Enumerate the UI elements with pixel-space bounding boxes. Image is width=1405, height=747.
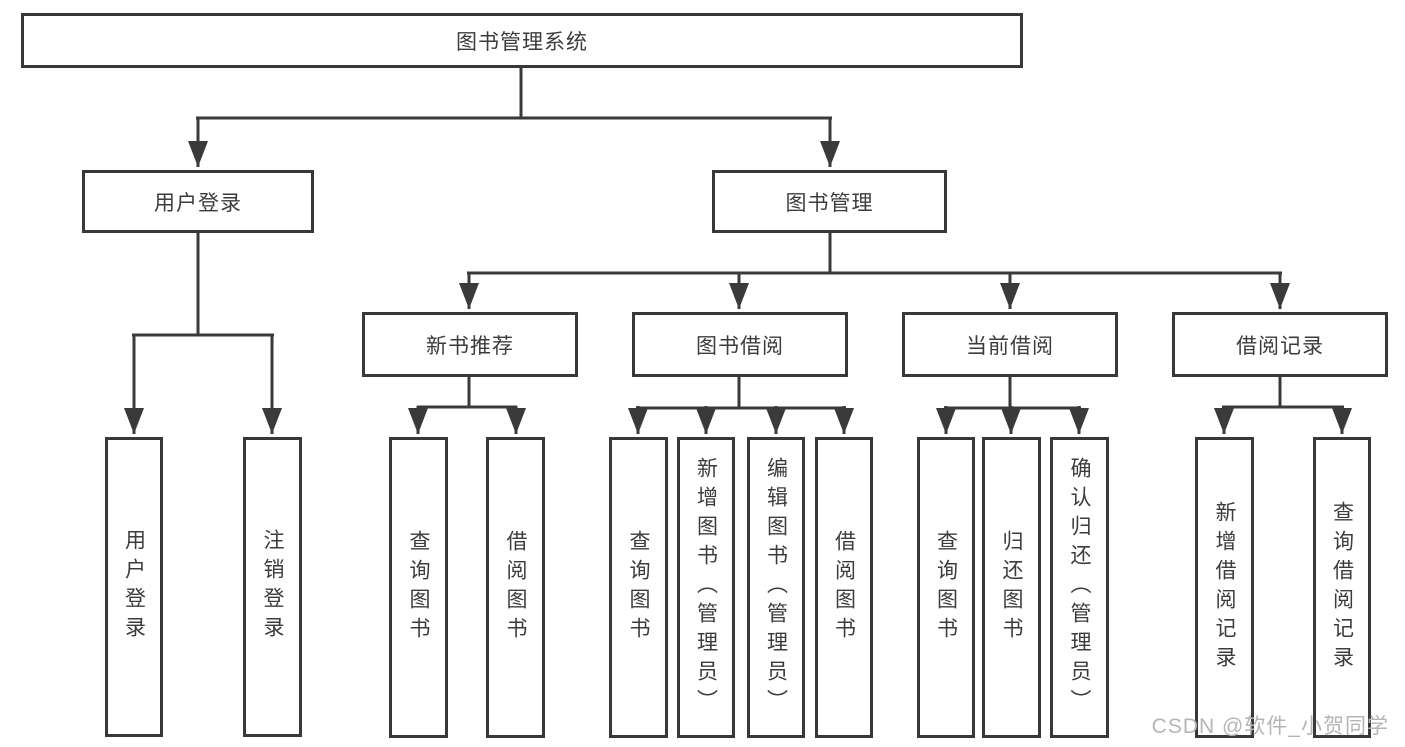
connector-user-login-children bbox=[124, 233, 282, 434]
leaf-borrow-book-2-label: 借阅图书 bbox=[832, 529, 856, 646]
node-new-book-recommend-label: 新书推荐 bbox=[426, 334, 514, 358]
leaf-logout-label: 注销登录 bbox=[261, 529, 284, 645]
node-book-borrow-label: 图书借阅 bbox=[696, 334, 784, 358]
node-root: 图书管理系统 bbox=[21, 13, 1023, 68]
leaf-borrow-book-2: 借阅图书 bbox=[815, 437, 873, 738]
node-book-management-label: 图书管理 bbox=[785, 191, 874, 215]
node-current-borrow: 当前借阅 bbox=[902, 312, 1118, 377]
leaf-borrow-book-1-label: 借阅图书 bbox=[504, 529, 527, 646]
node-user-login: 用户登录 bbox=[82, 170, 314, 233]
leaf-query-book-1: 查询图书 bbox=[389, 437, 448, 738]
connector-borrow-record-children bbox=[1214, 377, 1352, 434]
leaf-add-book-admin: 新增图书（管理员） bbox=[677, 437, 735, 738]
connector-book-borrow-children bbox=[628, 377, 854, 434]
leaf-query-book-3-label: 查询图书 bbox=[934, 529, 958, 646]
leaf-add-book-admin-label: 新增图书（管理员） bbox=[694, 457, 718, 718]
node-book-management: 图书管理 bbox=[712, 170, 947, 233]
leaf-query-borrow-record-label: 查询借阅记录 bbox=[1330, 500, 1354, 675]
node-book-borrow: 图书借阅 bbox=[632, 312, 848, 377]
leaf-confirm-return-admin-label: 确认归还（管理员） bbox=[1068, 457, 1091, 718]
leaf-query-book-2: 查询图书 bbox=[609, 437, 668, 738]
leaf-confirm-return-admin: 确认归还（管理员） bbox=[1050, 437, 1109, 738]
leaf-add-borrow-record: 新增借阅记录 bbox=[1195, 437, 1254, 738]
connector-new-book-children bbox=[408, 377, 526, 434]
leaf-logout: 注销登录 bbox=[243, 437, 302, 737]
leaf-query-book-2-label: 查询图书 bbox=[627, 529, 650, 646]
watermark-text: CSDN @软件_小贺同学 bbox=[1151, 715, 1389, 738]
connector-book-mgmt-to-level3 bbox=[459, 233, 1290, 309]
node-user-login-label: 用户登录 bbox=[154, 191, 242, 215]
connector-current-borrow-children bbox=[936, 377, 1089, 434]
leaf-query-borrow-record: 查询借阅记录 bbox=[1313, 437, 1371, 738]
node-current-borrow-label: 当前借阅 bbox=[966, 334, 1054, 358]
leaf-add-borrow-record-label: 新增借阅记录 bbox=[1213, 500, 1236, 675]
leaf-query-book-1-label: 查询图书 bbox=[407, 529, 430, 646]
leaf-edit-book-admin: 编辑图书（管理员） bbox=[747, 437, 805, 738]
leaf-borrow-book-1: 借阅图书 bbox=[486, 437, 545, 738]
node-borrow-record: 借阅记录 bbox=[1172, 312, 1388, 377]
connector-root-to-level2 bbox=[188, 68, 840, 167]
node-new-book-recommend: 新书推荐 bbox=[362, 312, 578, 377]
node-root-label: 图书管理系统 bbox=[456, 30, 588, 54]
leaf-user-login-label: 用户登录 bbox=[122, 529, 146, 645]
leaf-edit-book-admin-label: 编辑图书（管理员） bbox=[764, 457, 788, 718]
leaf-return-book-label: 归还图书 bbox=[1000, 529, 1023, 646]
node-borrow-record-label: 借阅记录 bbox=[1236, 334, 1324, 358]
leaf-user-login: 用户登录 bbox=[105, 437, 163, 737]
leaf-return-book: 归还图书 bbox=[982, 437, 1041, 738]
leaf-query-book-3: 查询图书 bbox=[917, 437, 975, 738]
